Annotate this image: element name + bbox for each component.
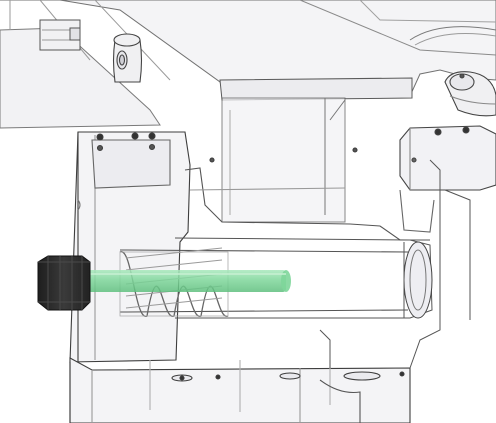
plunger-rod[interactable]: [88, 270, 291, 292]
post-center: [221, 97, 346, 223]
lug: [399, 125, 496, 233]
bracket: [39, 19, 81, 51]
knurled-knob[interactable]: [37, 255, 91, 311]
side-frame: [319, 159, 471, 369]
pivot-boss: [444, 71, 496, 117]
post: [112, 33, 143, 83]
base-block: [69, 357, 411, 423]
